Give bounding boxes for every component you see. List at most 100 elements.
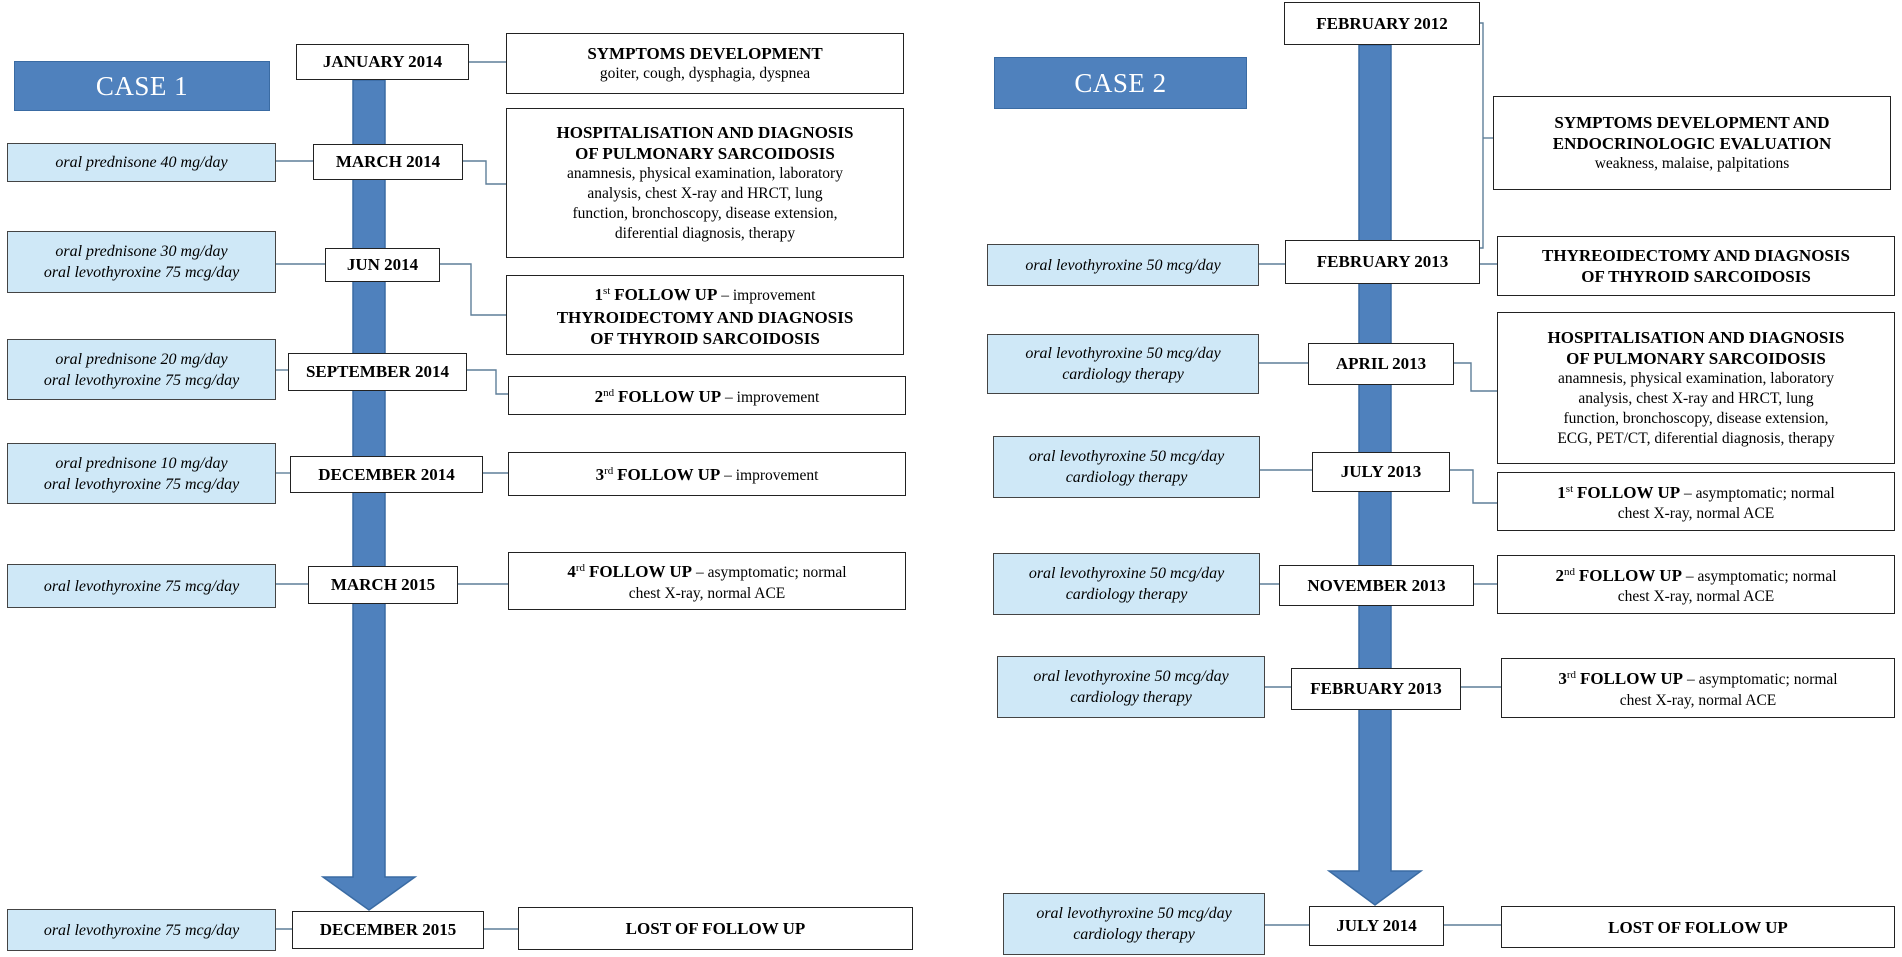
followup-head: FOLLOW UP: [1579, 669, 1684, 689]
followup-text: – asymptomatic; normal: [1681, 568, 1837, 586]
event-detail: chest X-ray, normal ACE: [1619, 691, 1777, 709]
case2-event-followup-1: 1st FOLLOW UP – asymptomatic; normal che…: [1497, 472, 1895, 531]
followup-ordinal: st: [1565, 482, 1574, 495]
medication-line: oral levothyroxine 75 mcg/day: [43, 475, 240, 493]
followup-head: FOLLOW UP: [588, 562, 693, 582]
followup-line: 1st FOLLOW UP – improvement: [595, 281, 816, 306]
event-detail: chest X-ray, normal ACE: [1617, 588, 1775, 606]
case2-date-6: FEBRUARY 2013: [1291, 668, 1461, 710]
case1-date-6: MARCH 2015: [308, 566, 458, 604]
followup-line: 1st FOLLOW UP – asymptomatic; normal: [1557, 479, 1834, 504]
medication-line: oral levothyroxine 50 mcg/day: [1028, 448, 1225, 465]
case1-event-followup-4: 4rd FOLLOW UP – asymptomatic; normal che…: [508, 552, 906, 610]
connector: [1478, 22, 1484, 249]
followup-head: FOLLOW UP: [618, 387, 722, 407]
connector: [461, 160, 506, 185]
event-detail: ECG, PET/CT, diferential diagnosis, ther…: [1557, 430, 1835, 447]
event-detail: chest X-ray, normal ACE: [1617, 505, 1775, 523]
connector: [1448, 469, 1497, 504]
event-title: ENDOCRINOLOGIC EVALUATION: [1552, 134, 1832, 153]
followup-text: – improvement: [721, 389, 820, 407]
event-title: THYREOIDECTOMY AND DIAGNOSIS: [1542, 246, 1850, 265]
followup-ordinal: nd: [1563, 565, 1575, 578]
medication-line: oral levothyroxine 75 mcg/day: [43, 264, 240, 281]
medication-line: oral levothyroxine 50 mcg/day: [1025, 256, 1221, 274]
case2-date-4: JULY 2013: [1312, 452, 1450, 492]
followup-number: 3: [595, 465, 605, 485]
event-detail: goiter, cough, dysphagia, dyspnea: [599, 65, 811, 82]
case1-event-hospitalisation: HOSPITALISATION AND DIAGNOSIS OF PULMONA…: [506, 108, 904, 258]
followup-head: FOLLOW UP: [617, 465, 721, 485]
case2-date-2: FEBRUARY 2013: [1285, 240, 1480, 284]
case2-event-symptoms: SYMPTOMS DEVELOPMENT AND ENDOCRINOLOGIC …: [1493, 96, 1891, 190]
case1-event-followup-3: 3rd FOLLOW UP – improvement: [508, 452, 906, 496]
event-title: SYMPTOMS DEVELOPMENT AND: [1554, 113, 1830, 132]
case1-date-5: DECEMBER 2014: [290, 456, 483, 493]
medication-line: oral levothyroxine 75 mcg/day: [43, 577, 240, 595]
event-title: THYROIDECTOMY AND DIAGNOSIS: [556, 307, 854, 327]
connector: [438, 263, 506, 316]
event-detail: anamnesis, physical examination, laborat…: [567, 165, 843, 182]
case1-date-2: MARCH 2014: [313, 144, 463, 180]
event-detail: chest X-ray, normal ACE: [628, 584, 786, 602]
followup-text: – asymptomatic; normal: [1680, 485, 1835, 503]
case1-date-1: JANUARY 2014: [296, 44, 469, 80]
case1-event-followup-2: 2nd FOLLOW UP – improvement: [508, 376, 906, 415]
event-detail: analysis, chest X-ray and HRCT, lung: [1578, 390, 1814, 407]
case1-date-3: JUN 2014: [325, 248, 440, 282]
medication-line: oral prednisone 40 mg/day: [55, 154, 228, 171]
event-title: OF PULMONARY SARCOIDOSIS: [1566, 349, 1826, 368]
event-detail: function, bronchoscopy, disease extensio…: [1563, 410, 1829, 427]
event-title: HOSPITALISATION AND DIAGNOSIS: [1547, 328, 1845, 347]
medication-line: oral prednisone 20 mg/day: [55, 350, 228, 368]
followup-text: – improvement: [717, 287, 816, 305]
case2-medication-6: oral levothyroxine 50 mcg/day cardiology…: [1003, 893, 1265, 955]
followup-ordinal: rd: [604, 465, 614, 478]
case2-medication-2: oral levothyroxine 50 mcg/day cardiology…: [987, 334, 1259, 394]
case1-date-4: SEPTEMBER 2014: [288, 353, 467, 391]
case2-event-lost: LOST OF FOLLOW UP: [1501, 906, 1895, 948]
event-title: OF PULMONARY SARCOIDOSIS: [575, 144, 835, 163]
followup-line: 4rd FOLLOW UP – asymptomatic; normal: [567, 558, 846, 583]
case1-label: CASE 1: [14, 61, 270, 111]
followup-line: 3rd FOLLOW UP – asymptomatic; normal: [1558, 665, 1837, 690]
case1-timeline-arrow: [320, 79, 418, 911]
case2-event-followup-2: 2nd FOLLOW UP – asymptomatic; normal che…: [1497, 555, 1895, 614]
event-title: LOST OF FOLLOW UP: [625, 919, 806, 938]
case1-medication-2: oral prednisone 30 mg/day oral levothyro…: [7, 231, 276, 293]
case2-label: CASE 2: [994, 57, 1247, 109]
medication-line: oral levothyroxine 75 mcg/day: [43, 371, 240, 389]
followup-head: FOLLOW UP: [614, 285, 718, 305]
case1-event-followup-1: 1st FOLLOW UP – improvement THYROIDECTOM…: [506, 275, 904, 355]
followup-ordinal: rd: [575, 562, 586, 575]
case1-date-7: DECEMBER 2015: [292, 911, 484, 949]
followup-head: FOLLOW UP: [1577, 483, 1681, 503]
event-detail: diferential diagnosis, therapy: [614, 225, 796, 242]
case2-event-thyroidectomy: THYREOIDECTOMY AND DIAGNOSIS OF THYROID …: [1497, 236, 1895, 296]
case2-date-7: JULY 2014: [1309, 906, 1444, 946]
medication-line: oral levothyroxine 50 mcg/day: [1025, 345, 1221, 362]
followup-number: 1: [594, 285, 604, 305]
followup-line: 2nd FOLLOW UP – asymptomatic; normal: [1555, 562, 1836, 587]
event-detail: function, bronchoscopy, disease extensio…: [572, 205, 838, 222]
case1-medication-4: oral prednisone 10 mg/day oral levothyro…: [7, 443, 276, 504]
medication-line: cardiology therapy: [1065, 586, 1188, 603]
case2-date-1: FEBRUARY 2012: [1284, 2, 1480, 45]
event-detail: anamnesis, physical examination, laborat…: [1558, 370, 1834, 387]
followup-text: – improvement: [720, 467, 819, 485]
case2-event-hospitalisation: HOSPITALISATION AND DIAGNOSIS OF PULMONA…: [1497, 312, 1895, 464]
case1-medication-5: oral levothyroxine 75 mcg/day: [7, 564, 276, 608]
followup-head: FOLLOW UP: [1578, 566, 1682, 586]
medication-line: cardiology therapy: [1065, 469, 1188, 486]
case2-medication-4: oral levothyroxine 50 mcg/day cardiology…: [993, 553, 1260, 615]
followup-ordinal: nd: [603, 386, 615, 399]
medication-line: oral prednisone 30 mg/day: [55, 243, 228, 260]
followup-number: 2: [594, 387, 604, 407]
case1-event-symptoms: SYMPTOMS DEVELOPMENT goiter, cough, dysp…: [506, 33, 904, 94]
case1-medication-6: oral levothyroxine 75 mcg/day: [7, 909, 276, 951]
connector: [465, 369, 508, 395]
medication-line: cardiology therapy: [1070, 689, 1192, 706]
connector: [1452, 362, 1497, 392]
case2-event-followup-3: 3rd FOLLOW UP – asymptomatic; normal che…: [1501, 658, 1895, 718]
